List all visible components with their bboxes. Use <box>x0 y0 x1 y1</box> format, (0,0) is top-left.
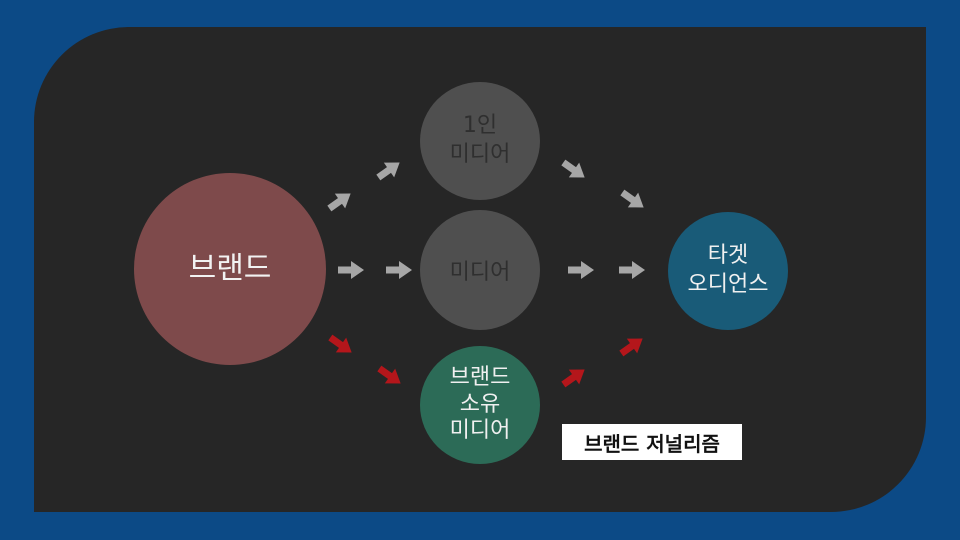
brand-node-label: 브랜드 <box>188 251 272 286</box>
gray-arrow-upper-3 <box>558 155 590 185</box>
brand-owned-media-node: 브랜드 소유 미디어 <box>420 346 540 464</box>
caption-text: 브랜드 저널리즘 <box>584 431 720 456</box>
gray-arrow-middle-4 <box>619 261 645 279</box>
brand-owned-media-label: 브랜드 소유 미디어 <box>449 364 511 444</box>
gray-arrow-upper-4 <box>617 185 649 215</box>
brand-journalism-caption: 브랜드 저널리즘 <box>562 424 742 460</box>
gray-arrow-upper-2 <box>373 155 405 185</box>
gray-arrow-middle-3 <box>568 261 594 279</box>
gray-arrow-upper-1 <box>324 186 356 216</box>
one-person-media-label: 1인 미디어 <box>449 113 511 167</box>
media-node: 미디어 <box>420 210 540 330</box>
gray-arrow-middle-2 <box>386 261 412 279</box>
red-arrow-lower-4 <box>616 331 648 361</box>
target-audience-label: 타겟 오디언스 <box>687 243 769 297</box>
target-audience-node: 타겟 오디언스 <box>668 212 788 330</box>
media-node-label: 미디어 <box>449 260 511 285</box>
gray-arrow-middle-1 <box>338 261 364 279</box>
red-arrow-lower-3 <box>558 362 590 392</box>
red-arrow-lower-2 <box>374 361 406 391</box>
red-arrow-lower-1 <box>325 330 357 360</box>
brand-node: 브랜드 <box>134 173 326 365</box>
one-person-media-node: 1인 미디어 <box>420 82 540 200</box>
